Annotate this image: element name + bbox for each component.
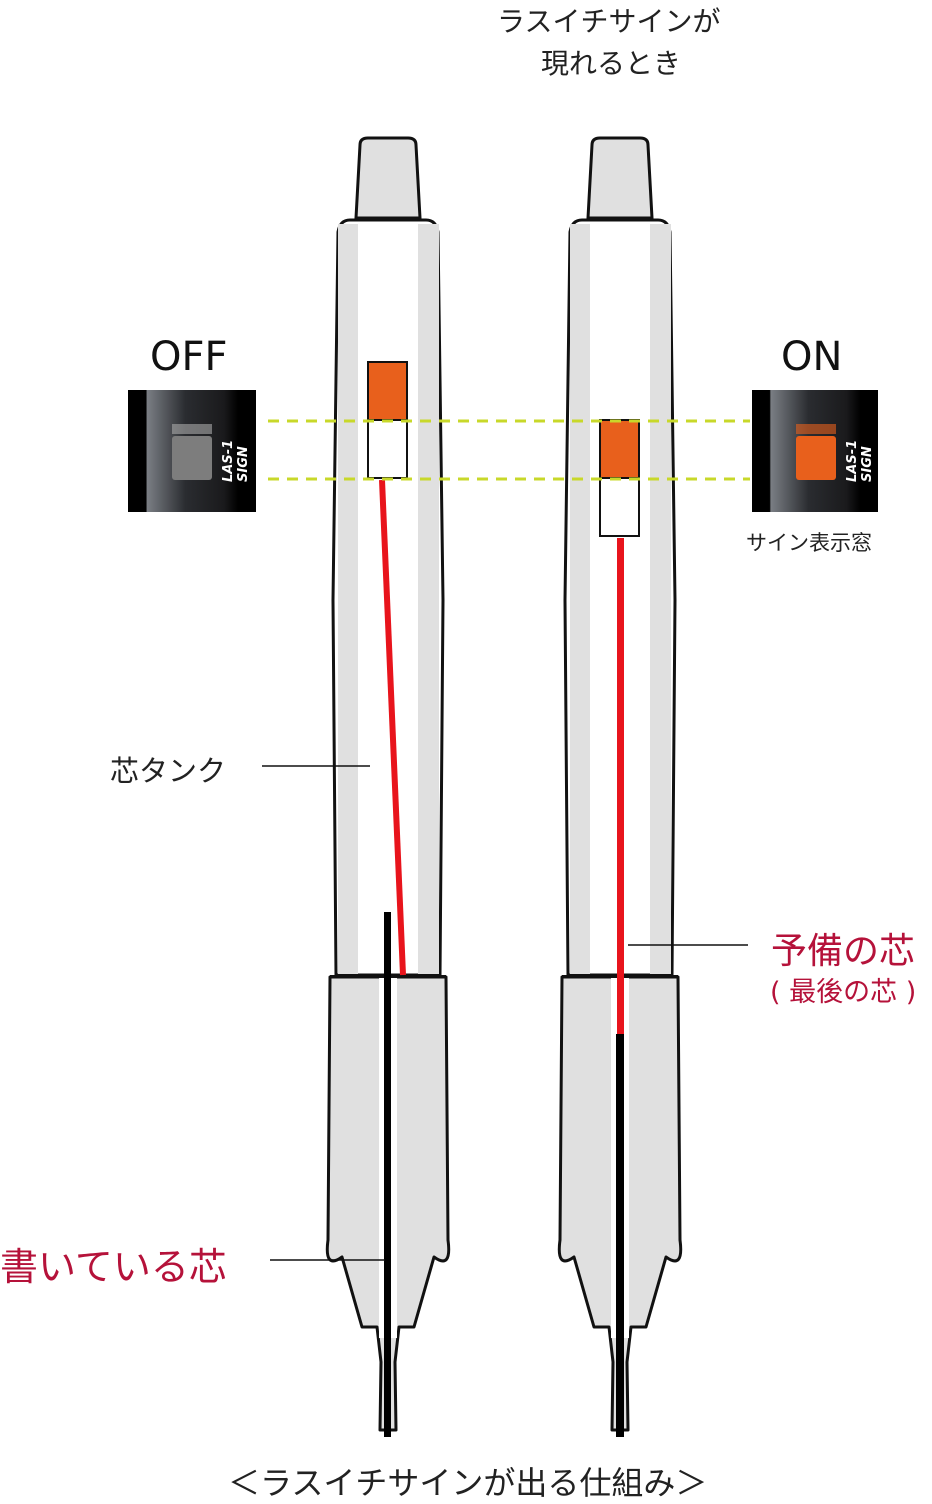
svg-text:LAS-1: LAS-1 — [845, 440, 860, 482]
barrel-shade-right — [418, 224, 439, 974]
knock-cap — [354, 136, 422, 220]
window-logo-on: LAS-1 SIGN — [845, 440, 875, 482]
writing-lead — [384, 912, 391, 1437]
barrel-shade-left — [338, 224, 358, 974]
svg-text:SIGN: SIGN — [236, 446, 251, 482]
guide-lines — [268, 419, 750, 481]
barrel-shade-left — [570, 224, 590, 974]
sign-window-label: サイン表示窓 — [746, 531, 872, 555]
knock-cap — [586, 136, 654, 220]
spare-lead-label: 予備の芯 — [771, 931, 916, 972]
pen-off — [325, 136, 451, 1437]
title-line-2: 現れるとき — [541, 47, 682, 80]
lead-tank-label: 芯タンク — [110, 754, 227, 788]
sign-window-on — [752, 390, 878, 512]
state-on-label: ON — [781, 334, 843, 380]
caption: ＜ラスイチサインが出る仕組み＞ — [228, 1464, 708, 1502]
window-logo-off: LAS-1 SIGN — [221, 440, 251, 482]
sign-window-off — [128, 390, 256, 512]
leader-lines — [262, 765, 748, 1261]
sign-indicator-orange — [599, 419, 640, 479]
state-off-label: OFF — [150, 334, 228, 380]
svg-text:LAS-1: LAS-1 — [221, 440, 236, 482]
barrel-shade-right — [650, 224, 671, 974]
sign-indicator-white — [599, 477, 640, 537]
sign-indicator-orange — [367, 361, 408, 421]
svg-text:SIGN: SIGN — [860, 446, 875, 482]
spare-lead-in-tank — [379, 479, 406, 976]
pen-on — [557, 136, 683, 1437]
spare-lead-sublabel: ( 最後の芯 ) — [770, 977, 917, 1008]
sign-indicator-white — [367, 419, 408, 479]
spare-lead — [617, 538, 624, 1034]
title-line-1: ラスイチサインが — [497, 5, 721, 38]
writing-lead — [616, 1034, 624, 1437]
writing-lead-label: 書いている芯 — [0, 1245, 227, 1289]
